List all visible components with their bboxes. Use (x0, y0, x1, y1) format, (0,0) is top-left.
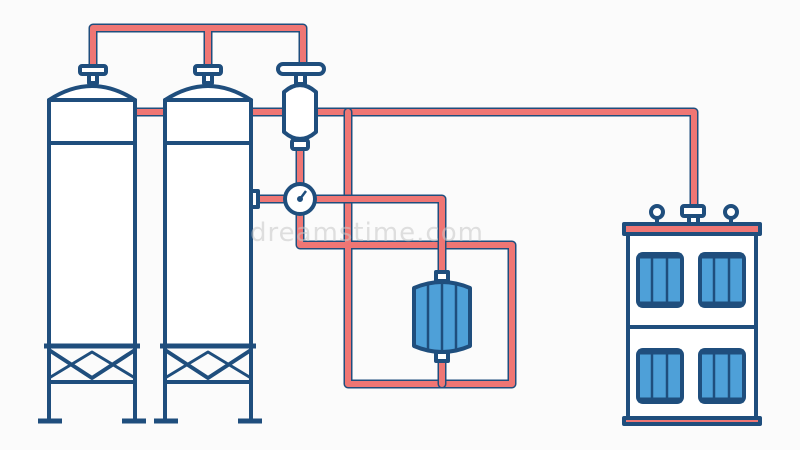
membrane-vessel (412, 270, 472, 363)
main-supply-pipe (313, 107, 699, 213)
watermark: dreamstime.com (250, 218, 484, 248)
tank-right-legs (154, 346, 262, 424)
membrane-feed-pipe (311, 194, 447, 281)
filter-module-top-left (636, 252, 684, 308)
pipe-network (88, 23, 699, 389)
pressure-gauge (283, 182, 317, 216)
storage-tank-right (154, 64, 262, 424)
filter-module-bottom-left (636, 348, 684, 404)
cabinet-inlet-fitting (680, 204, 706, 226)
tank-right-outlet-flange (249, 189, 260, 209)
filter-top-valve (276, 62, 326, 86)
treatment-cabinet (622, 204, 762, 426)
vessel-ribs (426, 282, 458, 353)
tank-left-legs (38, 346, 146, 424)
cabinet-right-fitting (723, 204, 739, 224)
tank-right-top-valve (193, 64, 223, 85)
filter-bottom-cap (290, 138, 310, 151)
cabinet-base-rail (622, 416, 762, 426)
tank-left-body (47, 98, 137, 348)
gauge-hub (297, 196, 303, 202)
vessel-top-cap (434, 270, 450, 283)
membrane-loop-pipe (295, 107, 517, 389)
filter-module-bottom-right (698, 348, 746, 404)
tank-left-top-valve (78, 64, 108, 85)
storage-tank-left (38, 64, 146, 424)
pre-filter (276, 62, 326, 151)
tank-right-body (163, 98, 253, 348)
filter-housing (282, 83, 318, 141)
filter-module-top-right (698, 252, 746, 308)
top-header-pipe (88, 23, 308, 75)
